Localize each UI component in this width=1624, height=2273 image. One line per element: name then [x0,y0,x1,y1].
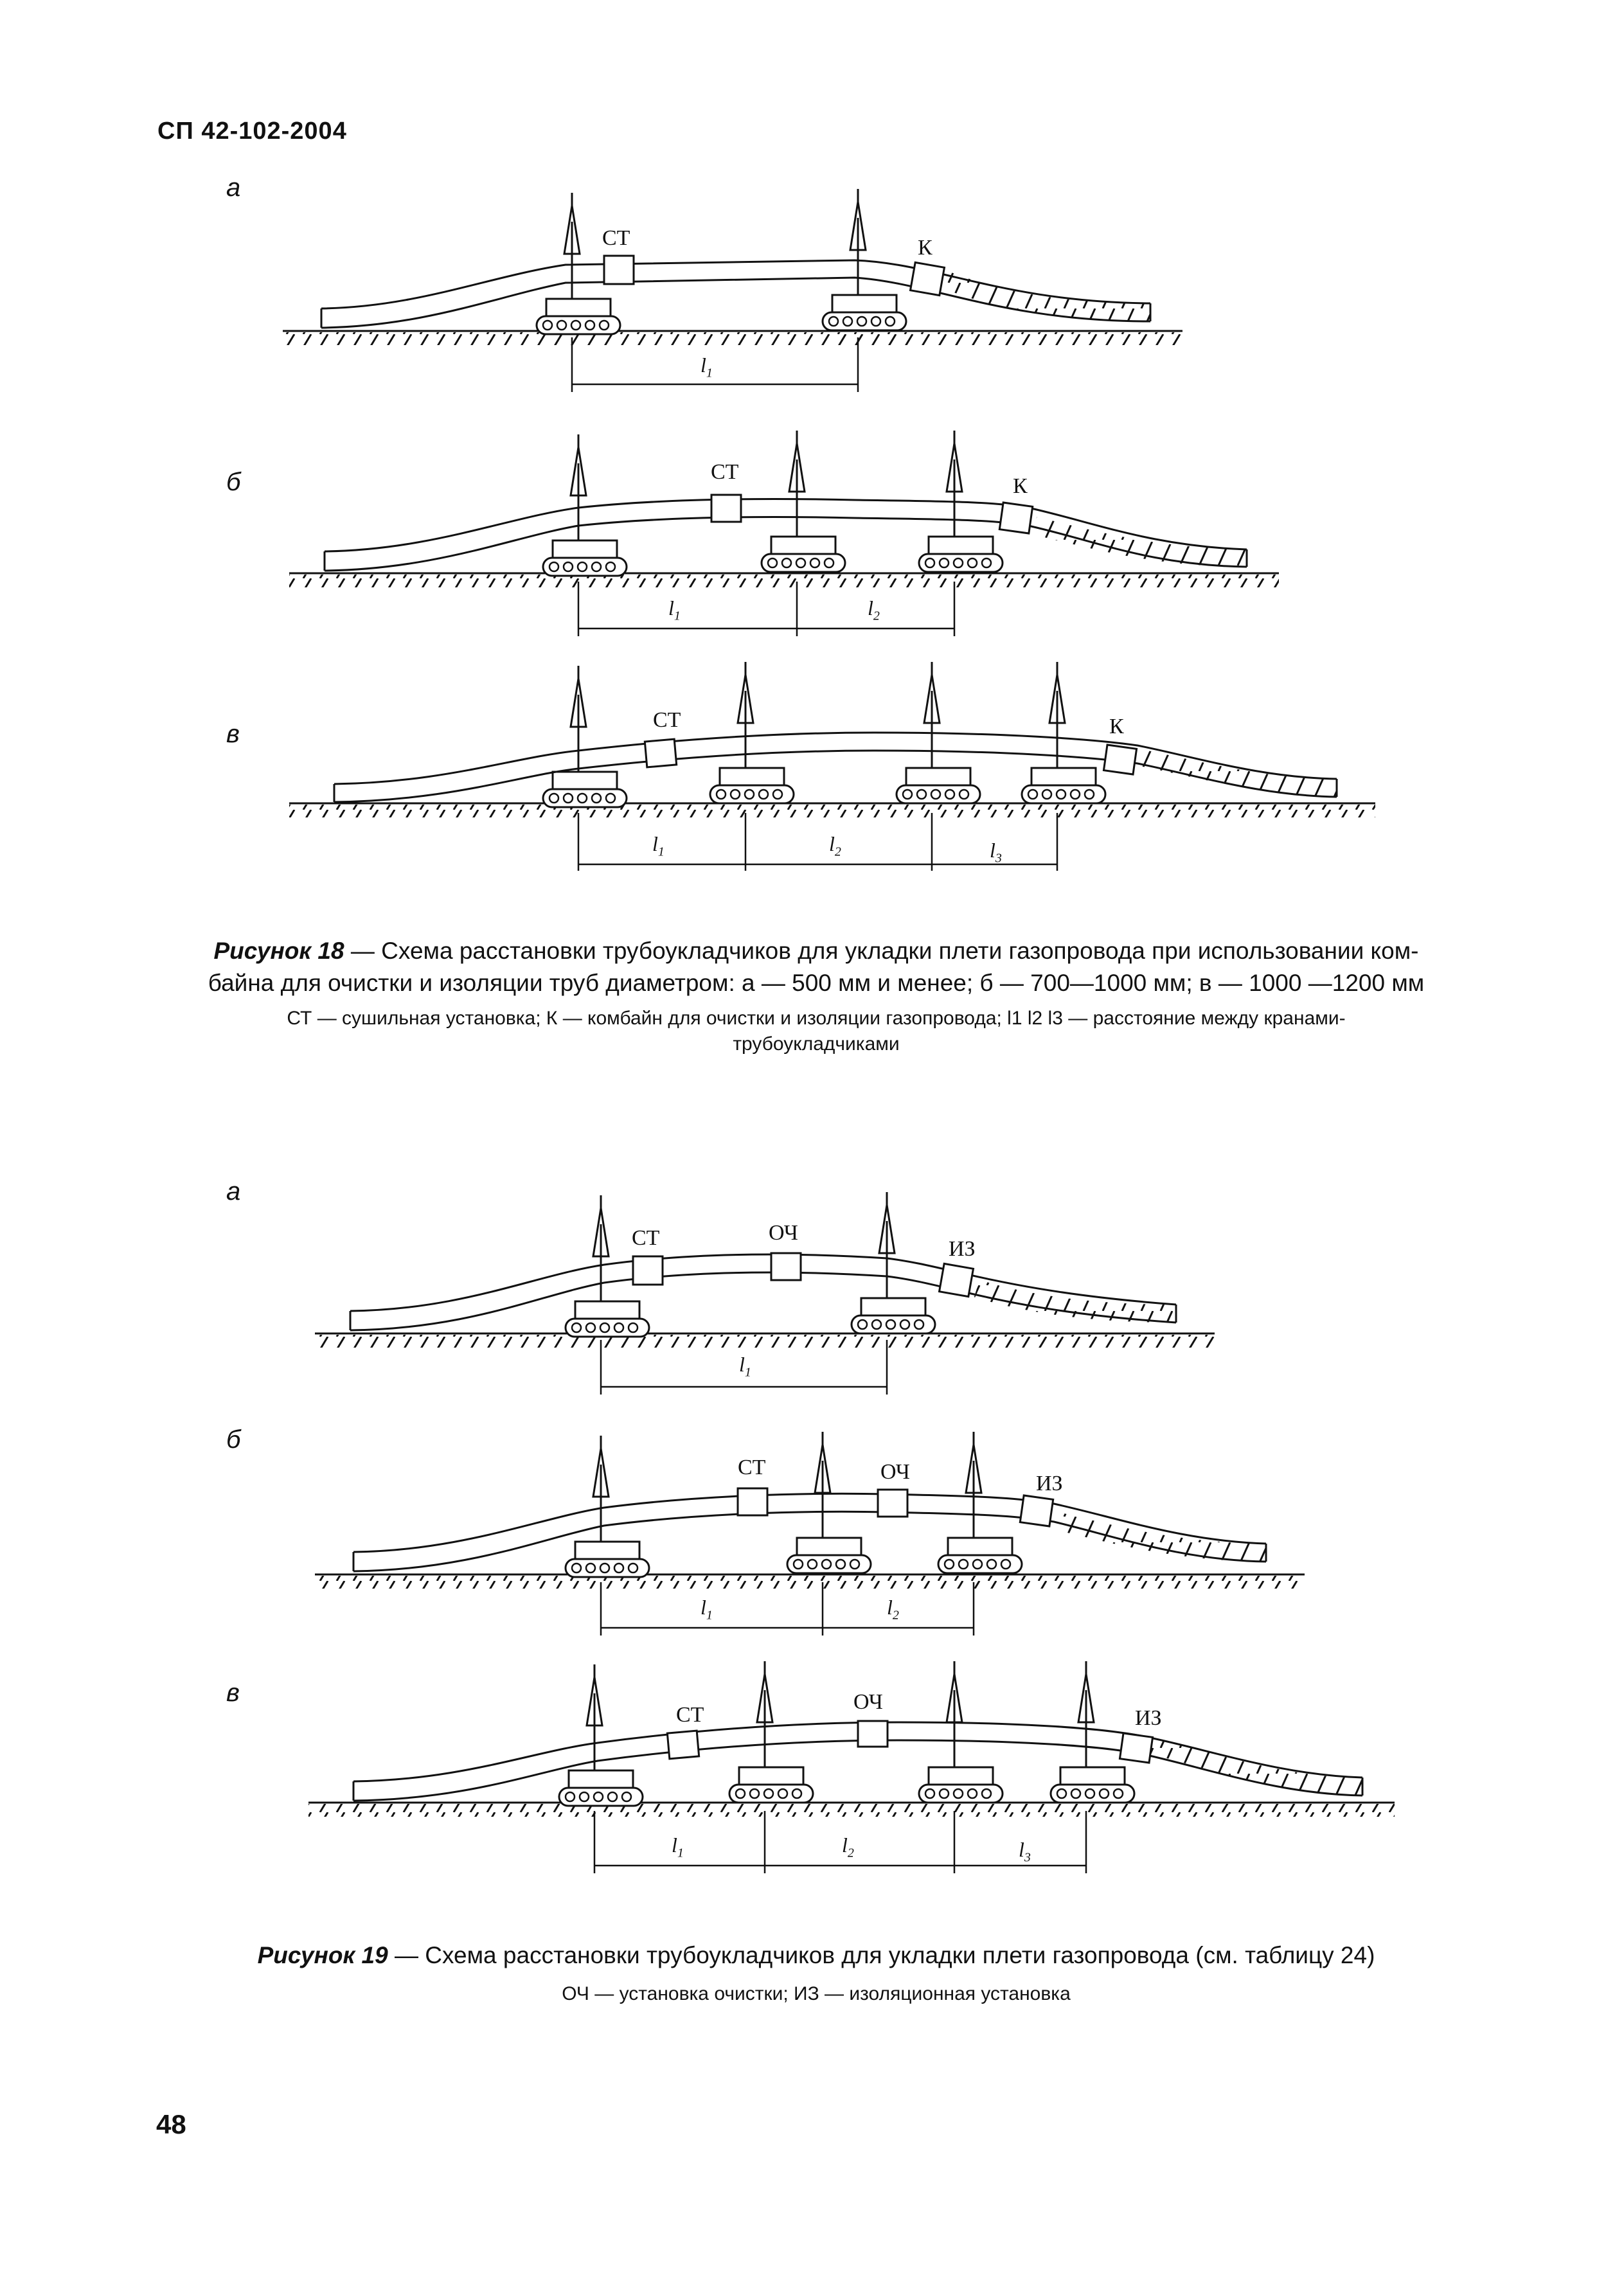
document-code: СП 42-102-2004 [157,118,347,145]
page-number: 48 [156,2109,186,2139]
fig19-v-span-l1: l1 [672,1833,684,1860]
fig19-panel-b-letter: б [226,1425,241,1454]
fig18-b-diagram [289,429,1279,636]
fig19-b-label-iz: ИЗ [1036,1472,1063,1495]
fig19-a-span-l1: l1 [739,1353,751,1380]
fig18-legend: СТ — сушильная установка; К — комбайн дл… [154,1006,1478,1057]
fig19-v-diagram [308,1660,1395,1873]
fig18-caption-text-1: — Схема расстановки трубоукладчиков для … [350,938,1419,964]
fig19-b-span-l2: l2 [887,1596,899,1623]
fig18-panel-v-letter: в [226,720,240,748]
fig19-caption: Рисунок 19 — Схема расстановки трубоукла… [154,1939,1478,1972]
fig18-caption-title: Рисунок 18 [213,938,344,964]
fig18-v-diagram [289,661,1375,871]
fig18-b-span-l1: l1 [668,596,681,623]
fig19-b-label-st: СТ [738,1456,766,1479]
fig19-a-label-iz: ИЗ [949,1237,976,1261]
fig19-v-label-st: СТ [676,1703,704,1727]
fig18-v-label-st: СТ [653,708,681,732]
fig19-b-diagram [315,1431,1305,1636]
fig19-v-span-l2: l2 [842,1833,854,1860]
fig19-panel-a-letter: а [226,1177,241,1206]
fig19-v-label-och: ОЧ [853,1690,883,1714]
fig19-caption-title: Рисунок 19 [257,1942,388,1968]
fig18-b-label-k: К [1013,474,1028,498]
fig18-v-span-l3: l3 [990,839,1002,866]
fig18-caption: Рисунок 18 — Схема расстановки трубоукла… [154,935,1478,999]
fig19-v-label-iz: ИЗ [1135,1706,1162,1730]
fig18-caption-text-2: байна для очистки и изоляции труб диамет… [208,970,1425,996]
fig18-b-span-l2: l2 [868,596,880,623]
fig18-b-label-st: СТ [711,460,739,484]
fig19-caption-text: — Схема расстановки трубоукладчиков для … [394,1942,1375,1968]
fig18-v-label-k: К [1109,715,1124,738]
fig18-a-diagram [283,188,1182,392]
fig18-panel-a-letter: а [226,174,241,202]
fig18-legend-line-1: СТ — сушильная установка; К — комбайн дл… [287,1008,1346,1029]
fig19-b-label-och: ОЧ [880,1460,910,1484]
fig18-v-span-l1: l1 [652,832,665,859]
fig18-panel-b-letter: б [226,468,241,496]
fig19-a-diagram [315,1191,1215,1395]
fig18-a-label-k: К [918,236,932,260]
fig18-v-span-l2: l2 [829,832,841,859]
fig18-a-span-l1: l1 [700,353,713,380]
fig19-legend: ОЧ — установка очистки; ИЗ — изоляционна… [562,1983,1071,2004]
fig19-a-label-och: ОЧ [769,1221,798,1245]
fig19-panel-v-letter: в [226,1679,240,1707]
fig18-legend-line-2: трубоукладчиками [733,1033,900,1055]
fig18-a-label-st: СТ [602,226,630,250]
fig19-v-span-l3: l3 [1019,1838,1031,1865]
fig19-b-span-l1: l1 [700,1596,713,1623]
fig19-a-label-st: СТ [632,1226,660,1250]
